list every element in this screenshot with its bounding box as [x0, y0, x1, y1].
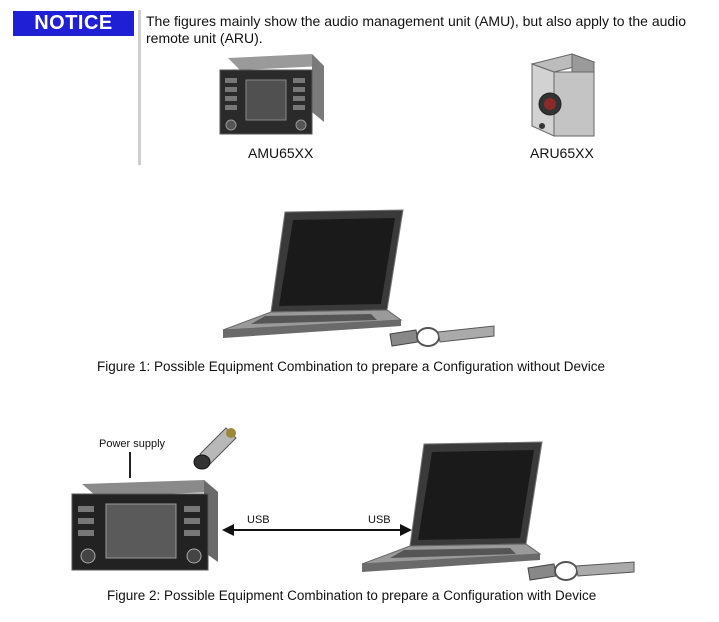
- amu-label: AMU65XX: [248, 145, 314, 161]
- notice-text: The figures mainly show the audio manage…: [146, 13, 687, 46]
- aru-label: ARU65XX: [530, 145, 594, 161]
- usb-label-right: USB: [368, 514, 391, 526]
- power-line: [129, 452, 131, 478]
- figure1-caption: Figure 1: Possible Equipment Combination…: [97, 359, 606, 374]
- usb-label-left: USB: [247, 514, 270, 526]
- amu-device-image-fig2: [71, 480, 218, 571]
- figure2-caption: Figure 2: Possible Equipment Combination…: [107, 588, 597, 603]
- notice-divider: [138, 10, 141, 165]
- amu-device-image: [219, 54, 324, 135]
- aru-device-image: [530, 53, 596, 137]
- usb-connection-arrow: [222, 524, 412, 536]
- laptop-image-fig2: [361, 441, 543, 572]
- power-connector-image: [193, 427, 237, 470]
- power-supply-label: Power supply: [99, 438, 166, 450]
- usb-stick-image-fig1: [389, 325, 495, 347]
- usb-stick-image-fig2: [527, 561, 635, 581]
- laptop-image-fig1: [222, 209, 404, 338]
- notice-badge: NOTICE: [13, 11, 134, 36]
